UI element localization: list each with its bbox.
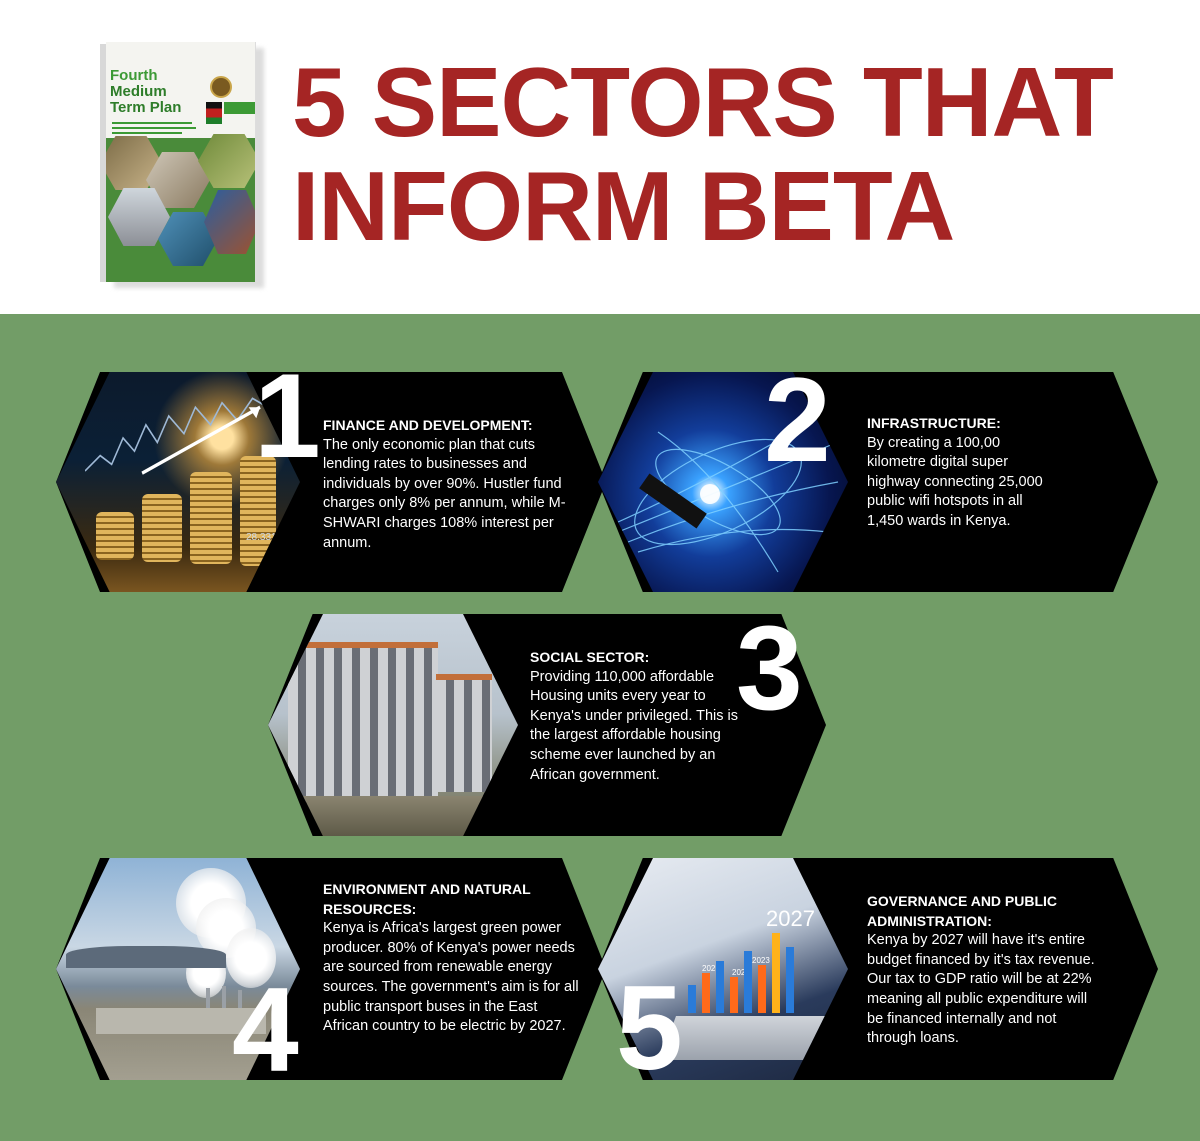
- year-label: 2022: [732, 968, 750, 977]
- sector-body: The only economic plan that cuts lending…: [323, 436, 566, 551]
- sector-number: 1: [254, 349, 321, 483]
- sector-body: By creating a 100,00 kilometre digital s…: [867, 434, 1043, 529]
- sector-title: SOCIAL SECTOR:: [530, 649, 650, 665]
- sector-description: FINANCE AND DEVELOPMENT: The only econom…: [323, 416, 573, 553]
- sector-body: Kenya by 2027 will have it's entire budg…: [867, 932, 1095, 1047]
- book-subtitle-lines: [112, 122, 198, 134]
- flag-icon: [206, 102, 222, 124]
- sector-description: GOVERNANCE AND PUBLIC ADMINISTRATION: Ke…: [867, 892, 1103, 1049]
- geothermal-plant-image: [56, 858, 300, 1080]
- chart-value-label: 28.331: [246, 532, 277, 543]
- title-line-1: 5 SECTORS THAT: [292, 47, 1114, 157]
- sector-number: 5: [616, 961, 683, 1095]
- affordable-housing-image: [268, 614, 518, 836]
- year-label: 2023: [752, 956, 770, 965]
- sector-card-governance: 2027 2021 2022 2023 5 GOVERNANCE AND PUB…: [598, 858, 1158, 1088]
- book-title: Fourth Medium Term Plan: [110, 67, 182, 116]
- growth-chart-laptop-image: 2027 2021 2022 2023: [598, 858, 848, 1080]
- page-title: 5 SECTORS THAT INFORM BETA: [292, 47, 1114, 261]
- sector-description: SOCIAL SECTOR: Providing 110,000 afforda…: [530, 648, 746, 785]
- sector-card-finance: 28.331 1 FINANCE AND DEVELOPMENT: The on…: [56, 356, 606, 592]
- finance-coins-image: 28.331: [56, 372, 300, 592]
- sector-card-social: 3 SOCIAL SECTOR: Providing 110,000 affor…: [268, 608, 826, 836]
- fiber-optic-image: [598, 372, 848, 592]
- sector-card-environment: 4 ENVIRONMENT AND NATURAL RESOURCES: Ken…: [56, 858, 606, 1090]
- sector-description: ENVIRONMENT AND NATURAL RESOURCES: Kenya…: [323, 880, 579, 1037]
- sector-title: INFRASTRUCTURE:: [867, 415, 1001, 431]
- sector-title: ENVIRONMENT AND NATURAL RESOURCES:: [323, 881, 531, 917]
- sector-body: Providing 110,000 affordable Housing uni…: [530, 668, 739, 783]
- year-label-large: 2027: [766, 906, 815, 931]
- sector-number: 3: [736, 601, 803, 735]
- sector-card-infrastructure: 2 INFRASTRUCTURE: By creating a 100,00 k…: [598, 360, 1158, 592]
- title-line-2: INFORM BETA: [292, 151, 955, 261]
- sector-number: 4: [232, 963, 299, 1097]
- sector-title: FINANCE AND DEVELOPMENT:: [323, 417, 533, 433]
- sector-title: GOVERNANCE AND PUBLIC ADMINISTRATION:: [867, 893, 1058, 929]
- coat-of-arms-icon: [210, 76, 232, 98]
- book-cover-image: Fourth Medium Term Plan: [100, 42, 264, 288]
- year-label: 2021: [702, 964, 720, 973]
- book-photo-collage: [106, 134, 255, 282]
- stock-chart-icon: [85, 397, 276, 475]
- sector-description: INFRASTRUCTURE: By creating a 100,00 kil…: [867, 414, 1047, 532]
- sector-body: Kenya is Africa's largest green power pr…: [323, 920, 579, 1035]
- sector-number: 2: [764, 353, 831, 487]
